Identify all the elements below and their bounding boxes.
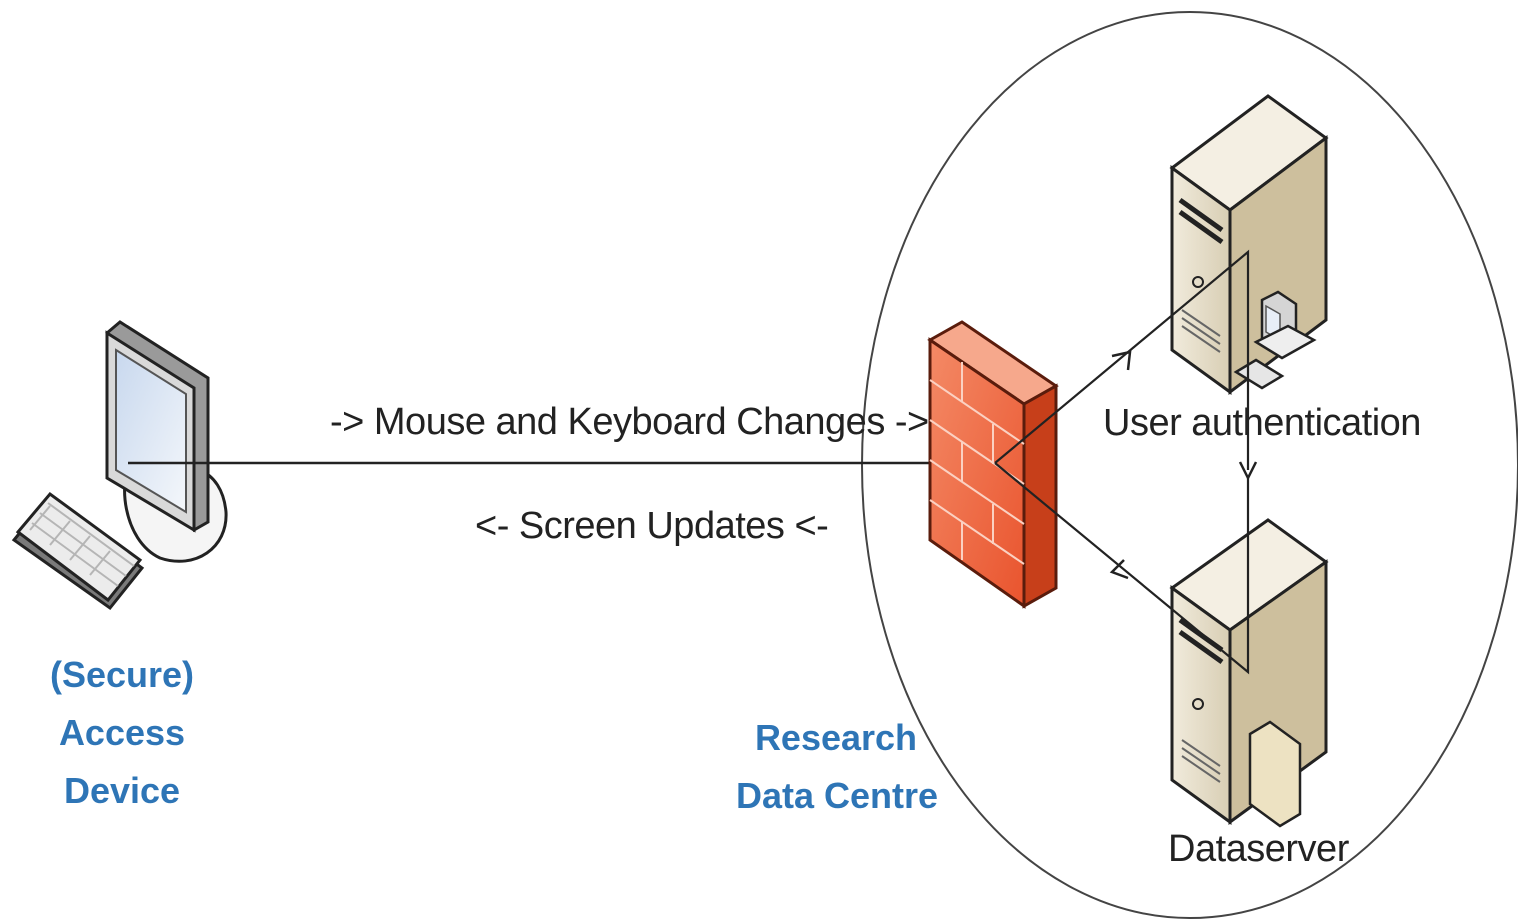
inbound-flow-label: <- Screen Updates <- (475, 505, 829, 547)
access-device-line-3: Device (63, 770, 181, 811)
inbound-link (994, 462, 1250, 675)
access-device-label: (Secure) Access Device (40, 646, 204, 820)
outbound-flow-label: -> Mouse and Keyboard Changes -> (330, 401, 929, 443)
firewall-icon (927, 320, 1059, 609)
computer-icon (105, 320, 228, 563)
data-server-label: Dataserver (1168, 828, 1349, 870)
data-centre-line-1: Research (754, 717, 918, 758)
data-centre-label: Research Data Centre (736, 709, 939, 825)
access-device-line-2: Access (58, 712, 186, 753)
auth-server-label: User authentication (1103, 402, 1421, 444)
outbound-link (994, 249, 1250, 470)
server-icon (1169, 94, 1329, 395)
arrow-down-icon (1238, 461, 1258, 481)
arrow-up-icon (1111, 350, 1132, 371)
access-device-line-1: (Secure) (49, 654, 195, 695)
data-centre-boundary (861, 11, 1518, 919)
keyboard-icon (11, 491, 145, 611)
data-centre-line-2: Data Centre (736, 775, 939, 816)
arrow-left-icon (1109, 559, 1129, 580)
